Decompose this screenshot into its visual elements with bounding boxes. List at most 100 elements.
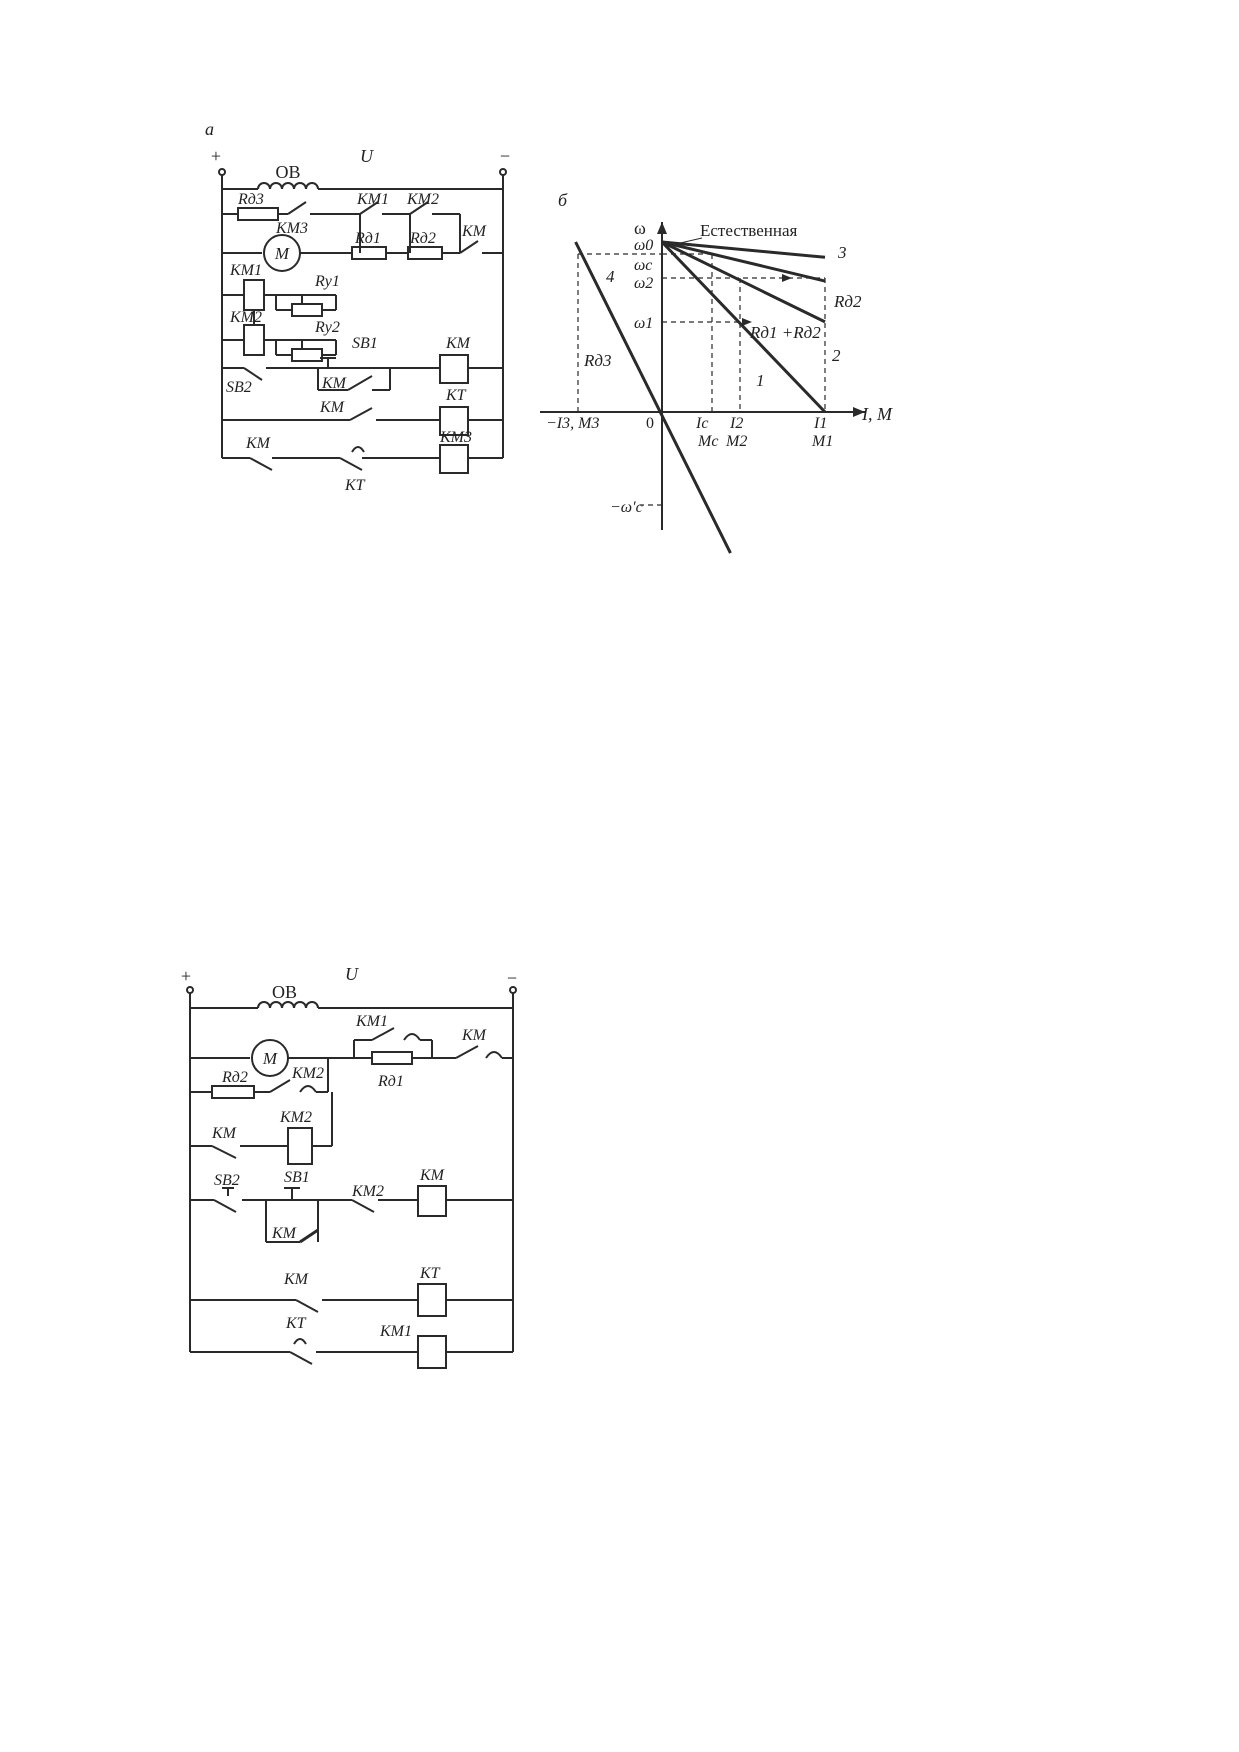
label-kt-coil: KT bbox=[445, 387, 467, 404]
c-label-km-contact: KM bbox=[461, 1027, 488, 1044]
minus-terminal-label: − bbox=[500, 146, 510, 166]
contact-km3 bbox=[287, 201, 307, 215]
button-sb2 bbox=[243, 367, 263, 381]
chart-series-line-3 bbox=[661, 240, 826, 324]
resistor-rd1 bbox=[351, 246, 387, 260]
label-km-coil: KM bbox=[445, 335, 472, 352]
c-contact-kt bbox=[289, 1351, 313, 1365]
c-minus-terminal bbox=[509, 986, 517, 994]
label-rd1-plus-rd2: Rд1 +Rд2 bbox=[749, 323, 821, 342]
c-contact-km2 bbox=[269, 1079, 291, 1093]
tick-neg-omegac: −ω′c bbox=[610, 499, 643, 516]
natural-label: Естественная bbox=[700, 221, 798, 240]
coil-km2 bbox=[243, 324, 265, 356]
coil-km bbox=[439, 354, 469, 384]
figure-b-chart: б ω I, M 0 Естественная 3 Rд2 bbox=[540, 190, 893, 554]
label-sb1: SB1 bbox=[352, 335, 378, 352]
label-km2-coil: KM2 bbox=[229, 309, 262, 326]
tick-omega2: ω2 bbox=[634, 275, 653, 292]
label-km-row7: KM bbox=[245, 435, 272, 452]
c-motor-label: M bbox=[262, 1049, 278, 1068]
c-voltage-label: U bbox=[345, 964, 359, 984]
label-ry1: Rу1 bbox=[314, 273, 340, 290]
tick-ic: Ic bbox=[695, 415, 708, 432]
c-label-sb2: SB2 bbox=[214, 1172, 240, 1189]
tick-mc: Mc bbox=[697, 433, 718, 450]
c-contact-km2-series bbox=[351, 1199, 375, 1213]
label-km1-coil: KM1 bbox=[229, 262, 262, 279]
c-button-sb2 bbox=[213, 1199, 237, 1213]
contact-km2 bbox=[409, 201, 429, 215]
motor-label: M bbox=[274, 244, 290, 263]
label-rd3-curve: Rд3 bbox=[583, 351, 611, 370]
contact-km bbox=[459, 240, 479, 254]
label-ry2: Rу2 bbox=[314, 319, 340, 336]
c-coil-km1 bbox=[417, 1335, 447, 1369]
c-label-kt-coil: KT bbox=[419, 1265, 441, 1282]
label-rd2: Rд2 bbox=[409, 230, 436, 247]
contact-km-seal bbox=[347, 375, 373, 391]
label-km1-contact: KM1 bbox=[356, 191, 389, 208]
curve-label-4: 4 bbox=[606, 267, 615, 286]
contact-km-row8 bbox=[249, 457, 273, 471]
chart-series-line-2 bbox=[660, 240, 827, 414]
label-km-row6: KM bbox=[319, 399, 346, 416]
rheostat-ry2 bbox=[291, 348, 323, 362]
c-label-km-coil: KM bbox=[419, 1167, 446, 1184]
c-timer-arc bbox=[293, 1338, 307, 1345]
c-resistor-rd2 bbox=[211, 1085, 255, 1099]
curve-label-3: 3 bbox=[837, 243, 847, 262]
label-rd3: Rд3 bbox=[237, 191, 264, 208]
y-axis-label: ω bbox=[634, 218, 646, 238]
c-label-km-row4: KM bbox=[211, 1125, 238, 1142]
origin-label: 0 bbox=[646, 415, 654, 432]
c-contact-km1 bbox=[371, 1027, 395, 1041]
curve-label-2: 2 bbox=[832, 346, 841, 365]
panel-b-label: б bbox=[558, 190, 568, 210]
c-contact-km bbox=[455, 1045, 479, 1059]
figure-c-circuit: + U − ОВ M KM1 Rд1 KM bbox=[181, 964, 517, 1369]
c-label-rd2: Rд2 bbox=[221, 1069, 248, 1086]
label-kt-contact: KT bbox=[344, 477, 366, 494]
c-minus-label: − bbox=[507, 968, 517, 988]
c-label-km-seal: KM bbox=[271, 1225, 298, 1242]
c-plus-label: + bbox=[181, 966, 191, 986]
tick-omegac: ωc bbox=[634, 257, 652, 274]
label-rd2-curve: Rд2 bbox=[833, 292, 862, 311]
c-label-km1-coil: KM1 bbox=[379, 1323, 412, 1340]
label-km2-contact: KM2 bbox=[406, 191, 439, 208]
resistor-rd2 bbox=[407, 246, 443, 260]
c-label-sb1: SB1 bbox=[284, 1169, 310, 1186]
c-coil-km bbox=[417, 1185, 447, 1217]
c-label-rd1: Rд1 bbox=[377, 1073, 404, 1090]
label-km3-contact: KM3 bbox=[275, 220, 308, 237]
tick-omega1: ω1 bbox=[634, 315, 653, 332]
c-km1-arc bbox=[403, 1033, 421, 1041]
c-resistor-rd1 bbox=[371, 1051, 413, 1065]
c-coil-kt bbox=[417, 1283, 447, 1317]
plus-terminal-label: + bbox=[211, 146, 221, 166]
chart-series-line-1 bbox=[661, 240, 826, 259]
coil-km3 bbox=[439, 444, 469, 474]
coil-km1 bbox=[243, 279, 265, 311]
c-km2-arc bbox=[299, 1085, 317, 1093]
c-label-km2-coil: KM2 bbox=[279, 1109, 312, 1126]
c-contact-km-seal bbox=[299, 1228, 319, 1244]
label-km-seal: KM bbox=[321, 375, 348, 392]
c-field-winding bbox=[257, 1001, 319, 1009]
field-winding bbox=[257, 182, 319, 190]
c-field-winding-label: ОВ bbox=[272, 982, 297, 1002]
timer-arc bbox=[351, 446, 365, 453]
rheostat-ry1 bbox=[291, 303, 323, 317]
voltage-label: U bbox=[360, 146, 374, 166]
c-contact-km-row6 bbox=[295, 1299, 319, 1313]
tick-omega0: ω0 bbox=[634, 237, 653, 254]
chart-series-line-5 bbox=[574, 241, 732, 554]
contact-kt bbox=[339, 457, 363, 471]
label-km-contact: KM bbox=[461, 223, 488, 240]
c-label-km2-series: KM2 bbox=[351, 1183, 384, 1200]
field-winding-label: ОВ bbox=[275, 162, 300, 182]
label-sb2: SB2 bbox=[226, 379, 252, 396]
c-contact-km-row4 bbox=[211, 1145, 237, 1159]
